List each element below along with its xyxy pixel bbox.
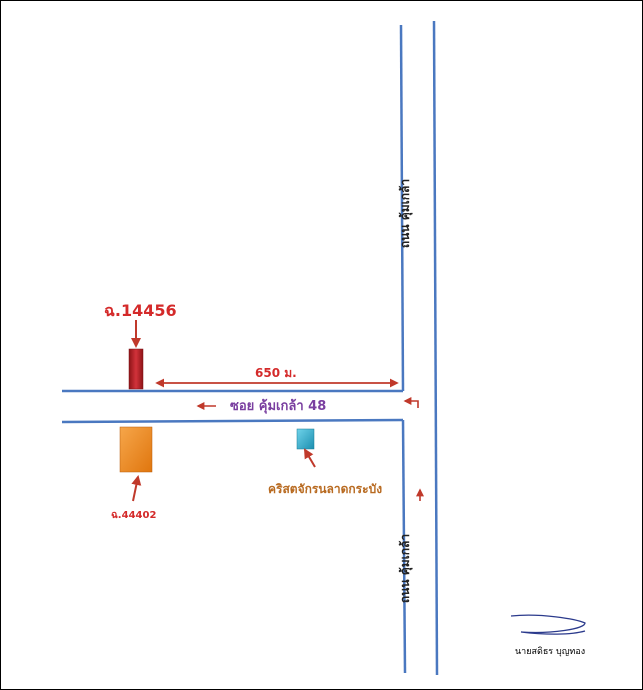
signature-scribble — [510, 614, 586, 635]
signature-name: นายสดิธร บุญทอง — [515, 647, 586, 657]
distance-label: 650 ม. — [255, 366, 297, 380]
church-arrow — [303, 448, 316, 468]
turn-arrow — [403, 397, 419, 408]
plot-b-label: ฉ.44402 — [111, 510, 157, 521]
soi-bottom-edge — [61, 418, 404, 424]
plot-b-arrow — [131, 475, 142, 502]
church-marker — [296, 428, 315, 450]
plot-b-marker — [119, 426, 153, 473]
soi-name-label: ซอย คุ้มเกล้า 48 — [230, 399, 327, 414]
plot-a-marker — [128, 348, 144, 390]
main-road-label-bottom: ถนน คุ้มเกล้า — [398, 533, 413, 604]
main-road-left-edge — [399, 24, 405, 392]
church-label: คริสตจักรนลาดกระบัง — [268, 482, 383, 496]
main-road-right-edge — [432, 20, 439, 676]
main-road-label-top: ถนน คุ้มเกล้า — [398, 178, 413, 249]
main-road-left-edge-lower — [401, 419, 407, 674]
plot-a-label: ฉ.14456 — [104, 301, 177, 320]
